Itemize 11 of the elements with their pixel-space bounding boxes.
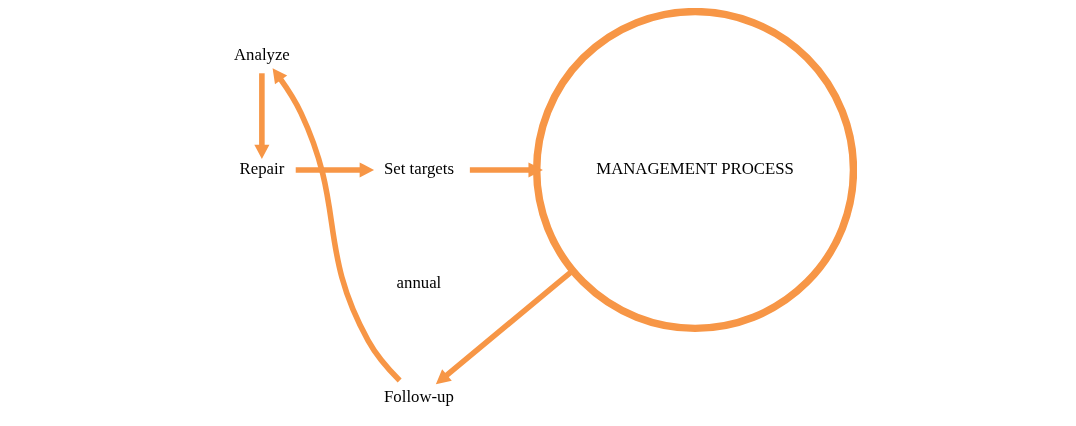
arrow xyxy=(435,268,575,385)
node-circle: MANAGEMENT PROCESS xyxy=(532,8,857,333)
arrow xyxy=(254,73,270,160)
arrow xyxy=(469,162,543,178)
node-text: Repair xyxy=(239,159,285,179)
node-text: Set targets xyxy=(383,159,454,179)
node-text: Analyze xyxy=(233,45,290,65)
node-text: Follow-up xyxy=(384,386,454,406)
arrow xyxy=(295,162,375,178)
label: annual xyxy=(396,272,442,292)
arrow xyxy=(272,68,402,383)
